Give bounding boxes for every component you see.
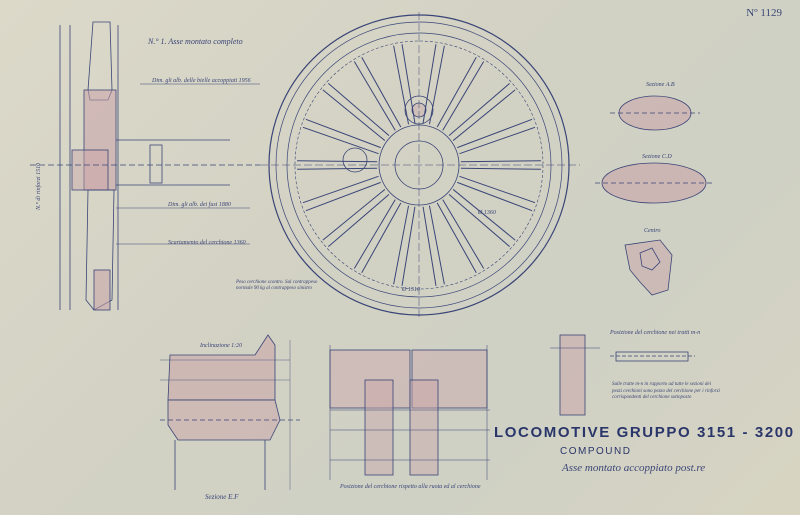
axle-note-1: Dim. gli alb. delle bielle accoppiati 19…	[152, 78, 251, 84]
wheel-spoke	[353, 61, 396, 131]
wheel-spoke	[452, 89, 516, 141]
wheel-spoke	[459, 126, 536, 155]
wheel-spoke	[393, 45, 410, 125]
wheel-spoke	[305, 118, 381, 149]
wheel-spoke	[460, 160, 541, 163]
sections-right	[595, 95, 715, 296]
wheel-spoke	[422, 206, 437, 286]
wheel-spoke	[353, 199, 396, 269]
wheel-spoke	[328, 194, 390, 248]
assembly-name: Asse montato accoppiato post.re	[562, 462, 706, 474]
section-cd-label: Sezione C.D	[642, 154, 672, 160]
wheel-elevation	[260, 12, 580, 318]
wheel-spoke	[442, 61, 485, 131]
rim-note: Sulle tratte m-n in rapporto ad tutte le…	[612, 382, 720, 400]
title-block-title: LOCOMOTIVE GRUPPO 3151 - 3200	[494, 424, 795, 441]
wheel-spoke	[297, 160, 378, 163]
wheel-spoke	[428, 45, 445, 125]
wheel-spoke	[297, 167, 378, 170]
rim-detail	[550, 334, 695, 416]
axle-elevation	[30, 21, 260, 311]
wheel-spoke	[393, 205, 410, 285]
axle-note-2: Dim. gli alb. dei fusi 1880	[168, 202, 231, 208]
wheel-spoke	[302, 175, 379, 204]
main-view-label: N.° 1. Asse montato completo	[148, 37, 243, 46]
wheel-spoke	[322, 89, 386, 141]
axle-note-3: Scartamento del cerchione 1360	[168, 240, 246, 246]
wheel-spoke	[401, 44, 416, 124]
wheel-spoke	[401, 206, 416, 286]
wheel-spoke	[322, 189, 386, 241]
hub-section-label: Sezione E.F	[205, 493, 239, 501]
wheel-spoke	[302, 126, 379, 155]
weight-note: Peso cerchione scontro. Sul contrappeso …	[236, 280, 318, 291]
rim-profile-label: Posizione del cerchione nei tratti m-n	[610, 330, 701, 336]
wheel-spoke	[448, 194, 510, 248]
tyre-dimension: Ø 1360	[478, 210, 496, 216]
wheel-spoke	[328, 82, 390, 136]
title-block-subtitle: COMPOUND	[560, 446, 632, 457]
axle-vertical-note: N.° di rinforzi 1510	[36, 162, 42, 210]
wheel-spoke	[448, 82, 510, 136]
wheel-spoke	[457, 118, 533, 149]
section-ab-label: Sezione A.B	[646, 82, 675, 88]
wheel-spoke	[361, 202, 402, 273]
wheel-spoke	[457, 181, 533, 212]
hub-note: Inclinazione 1:20	[200, 343, 243, 349]
wheel-spoke	[422, 44, 437, 124]
wheel-spoke	[460, 167, 541, 170]
wheel-spoke	[305, 181, 381, 212]
wheel-dimension: Ø 1510	[402, 287, 420, 293]
bottom-note: Posizione del cerchione rispetto alla ru…	[340, 484, 481, 490]
wheel-spoke	[452, 189, 516, 241]
wheel-spoke	[459, 175, 536, 204]
wheel-spoke	[436, 57, 477, 128]
rim-profile	[329, 345, 490, 480]
hub-section	[160, 334, 300, 490]
sheet-number: Nº 1129	[746, 7, 782, 19]
wheel-spoke	[428, 205, 445, 285]
wheel-spoke	[436, 202, 477, 273]
wheel-spoke	[361, 57, 402, 128]
wheel-spoke	[442, 199, 485, 269]
centre-label: Centro	[644, 228, 661, 234]
